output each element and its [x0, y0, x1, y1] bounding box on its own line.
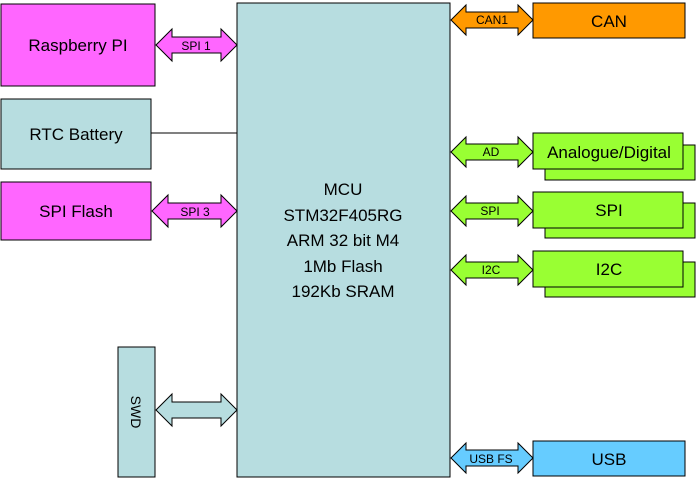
rtc-battery-block — [0, 98, 152, 170]
raspberry-pi-label: Raspberry PI — [28, 36, 127, 55]
mcu-line-1: MCU — [324, 180, 363, 199]
spi-arrow — [450, 194, 534, 228]
usb-fs-arrow-label: USB FS — [469, 452, 512, 466]
can1-arrow-label: CAN1 — [476, 13, 508, 27]
can-label: CAN — [591, 12, 627, 31]
spi-arrow-label: SPI — [480, 204, 499, 218]
usb-block — [532, 440, 686, 477]
analogue-digital-block — [532, 132, 684, 170]
usb-label: USB — [592, 450, 627, 469]
swd-arrow — [155, 392, 238, 428]
i2c-arrow-label: I2C — [482, 263, 501, 277]
raspberry-pi-block — [0, 3, 156, 87]
spi3-arrow — [151, 193, 238, 229]
i2c-arrow — [450, 253, 534, 287]
spi1-arrow-label: SPI 1 — [181, 39, 211, 53]
mcu-line-4: 1Mb Flash — [303, 257, 382, 276]
rtc-battery-label: RTC Battery — [29, 125, 123, 144]
spi-label: SPI — [595, 201, 622, 220]
spi-flash-label: SPI Flash — [39, 202, 113, 221]
i2c-block — [532, 250, 684, 288]
usb-fs-arrow — [450, 441, 534, 475]
swd-label: SWD — [128, 396, 144, 429]
spi-flash-block — [0, 181, 152, 241]
can1-arrow — [450, 3, 534, 37]
spi-block — [532, 191, 684, 229]
mcu-line-3: ARM 32 bit M4 — [287, 231, 399, 250]
spi1-arrow — [155, 27, 238, 63]
mcu-line-5: 192Kb SRAM — [292, 282, 395, 301]
analogue-digital-label: Analogue/Digital — [547, 143, 671, 162]
swd-block — [117, 346, 156, 478]
i2c-label: I2C — [596, 260, 622, 279]
mcu-line-2: STM32F405RG — [283, 206, 402, 225]
can-block — [532, 2, 686, 39]
spi3-arrow-label: SPI 3 — [180, 205, 210, 219]
ad-arrow-label: AD — [483, 145, 500, 159]
ad-arrow — [450, 135, 534, 169]
mcu-block — [236, 2, 451, 478]
